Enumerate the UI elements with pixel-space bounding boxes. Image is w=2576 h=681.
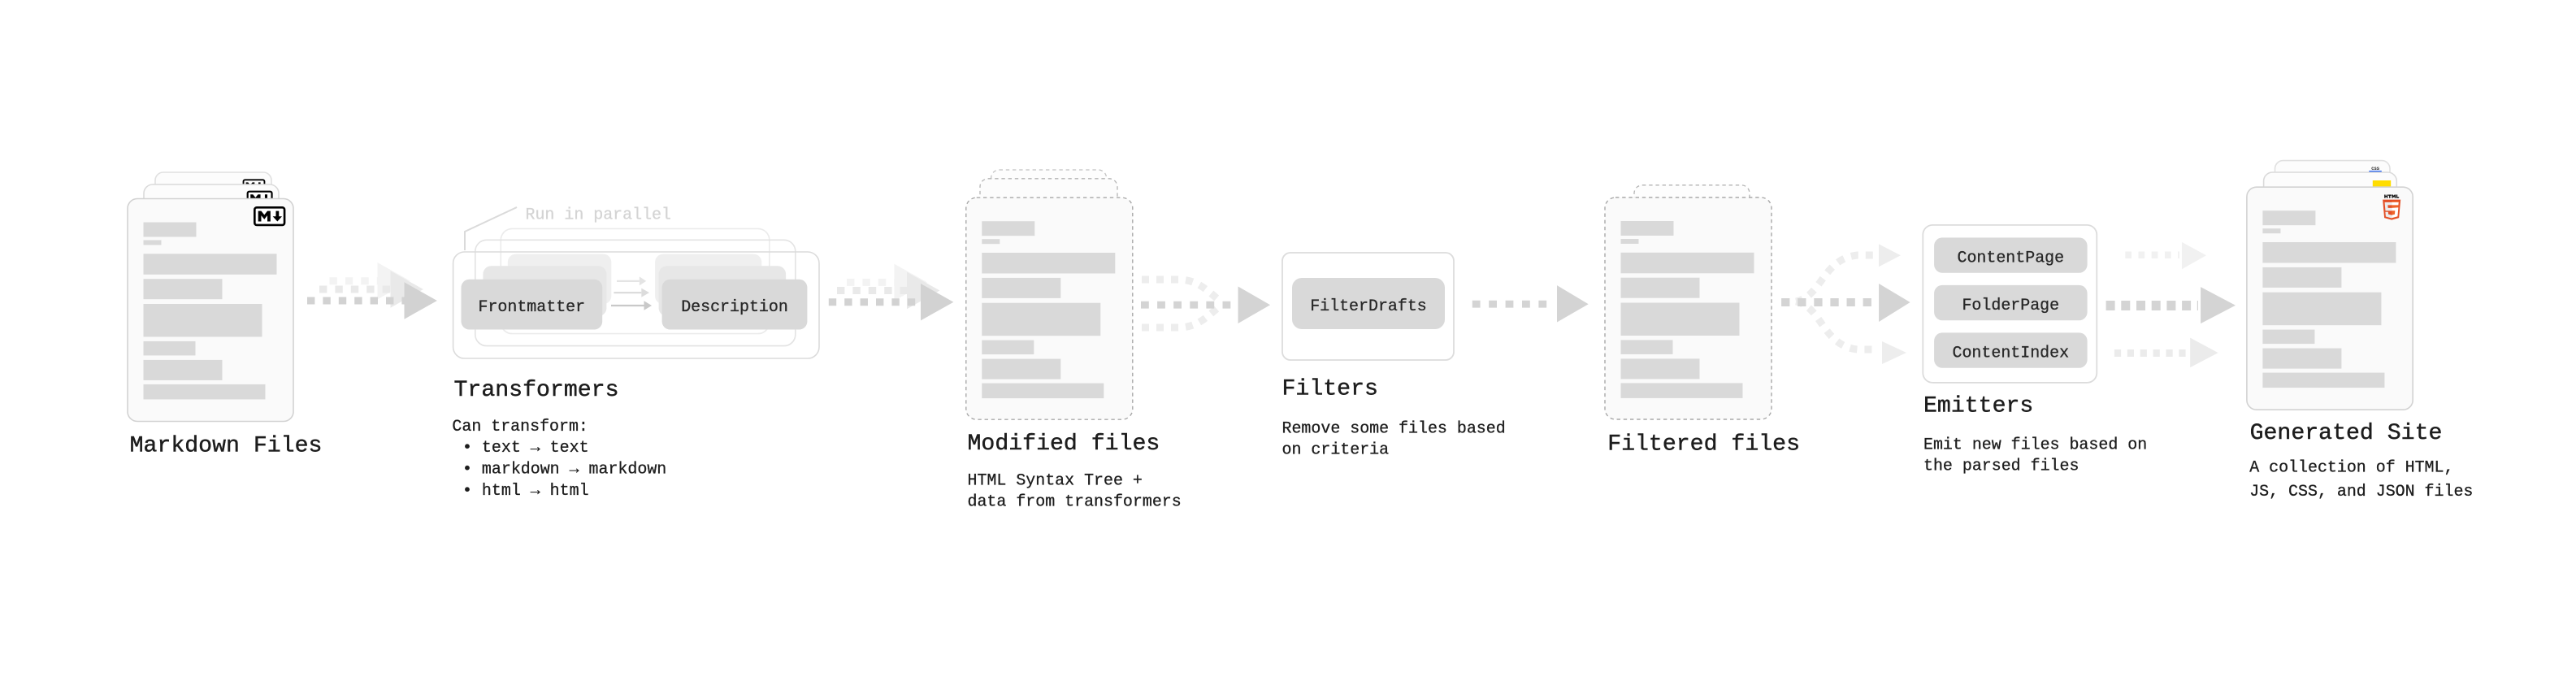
svg-text:JS, CSS, and JSON files: JS, CSS, and JSON files	[2249, 482, 2473, 501]
svg-text:FilterDrafts: FilterDrafts	[1310, 297, 1427, 315]
svg-text:Description: Description	[681, 297, 788, 316]
svg-text:• html → html: • html → html	[462, 481, 589, 500]
svg-text:FolderPage: FolderPage	[1962, 296, 2059, 314]
svg-text:Can transform:: Can transform:	[452, 417, 588, 436]
svg-text:• text → text: • text → text	[462, 438, 589, 457]
svg-text:Emitters: Emitters	[1923, 393, 2033, 419]
svg-text:Emit new files based on: Emit new files based on	[1923, 436, 2147, 454]
svg-text:Remove some files based: Remove some files based	[1282, 419, 1506, 437]
svg-text:ContentPage: ContentPage	[1957, 248, 2064, 267]
svg-text:Run in parallel: Run in parallel	[526, 206, 671, 224]
svg-text:the parsed files: the parsed files	[1923, 457, 2079, 475]
svg-text:HTML Syntax Tree +: HTML Syntax Tree +	[968, 471, 1143, 490]
svg-text:ContentIndex: ContentIndex	[1953, 343, 2070, 362]
svg-text:• markdown → markdown: • markdown → markdown	[462, 460, 666, 479]
svg-text:on criteria: on criteria	[1282, 440, 1390, 458]
svg-text:Filters: Filters	[1282, 377, 1378, 402]
svg-text:Transformers: Transformers	[454, 378, 619, 403]
svg-text:A collection of HTML,: A collection of HTML,	[2249, 458, 2453, 477]
svg-text:data from transformers: data from transformers	[968, 492, 1182, 511]
svg-text:Filtered files: Filtered files	[1607, 432, 1800, 458]
svg-text:Modified files: Modified files	[968, 432, 1160, 457]
svg-text:Markdown Files: Markdown Files	[130, 434, 323, 459]
svg-text:Frontmatter: Frontmatter	[478, 297, 585, 316]
svg-text:Generated Site: Generated Site	[2250, 421, 2443, 446]
svg-text:CSS: CSS	[2371, 167, 2379, 171]
